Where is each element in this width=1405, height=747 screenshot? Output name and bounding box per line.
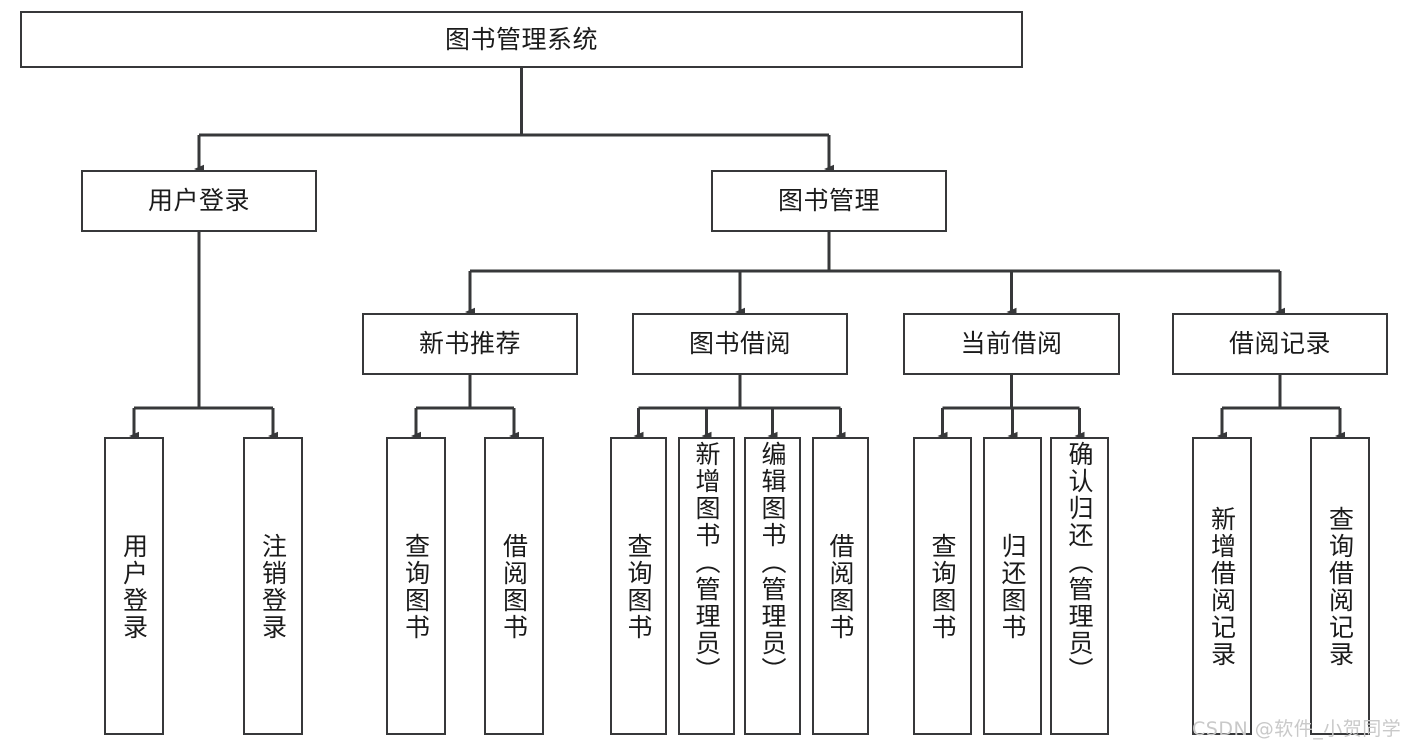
node-label: 新增图书（管理员）	[692, 441, 721, 684]
node-label: 借阅图书	[499, 533, 529, 641]
node-leaf-logout[interactable]: 注销登录	[243, 437, 303, 735]
node-label: 查询图书	[624, 533, 653, 641]
node-label: 图书管理	[777, 186, 880, 216]
node-leaf-query-record[interactable]: 查询借阅记录	[1310, 437, 1370, 735]
node-leaf-query-book-cur[interactable]: 查询图书	[913, 437, 972, 735]
node-leaf-query-book-borrow[interactable]: 查询图书	[610, 437, 667, 735]
node-borrow-record[interactable]: 借阅记录	[1172, 313, 1388, 375]
node-label: 当前借阅	[960, 329, 1063, 359]
node-label: 用户登录	[119, 533, 149, 641]
node-label: 归还图书	[998, 533, 1027, 641]
node-leaf-query-book-rec[interactable]: 查询图书	[386, 437, 446, 735]
node-label: 用户登录	[147, 186, 250, 216]
node-label: 借阅图书	[826, 533, 855, 641]
node-current-borrow[interactable]: 当前借阅	[903, 313, 1120, 375]
node-book-borrow[interactable]: 图书借阅	[632, 313, 848, 375]
node-leaf-borrow-book[interactable]: 借阅图书	[812, 437, 869, 735]
node-user-login[interactable]: 用户登录	[81, 170, 317, 232]
node-label: 图书管理系统	[444, 24, 598, 54]
node-label: 查询借阅记录	[1325, 506, 1355, 668]
node-root[interactable]: 图书管理系统	[20, 11, 1023, 68]
node-leaf-confirm-return[interactable]: 确认归还（管理员）	[1050, 437, 1109, 735]
node-leaf-edit-book[interactable]: 编辑图书（管理员）	[744, 437, 801, 735]
node-leaf-user-login[interactable]: 用户登录	[104, 437, 164, 735]
node-label: 注销登录	[258, 533, 288, 641]
node-label: 借阅记录	[1228, 329, 1331, 359]
node-book-manage[interactable]: 图书管理	[711, 170, 947, 232]
node-label: 图书借阅	[688, 329, 791, 359]
node-leaf-borrow-book-rec[interactable]: 借阅图书	[484, 437, 544, 735]
node-label: 编辑图书（管理员）	[758, 441, 787, 684]
node-new-book-rec[interactable]: 新书推荐	[362, 313, 578, 375]
node-leaf-add-record[interactable]: 新增借阅记录	[1192, 437, 1252, 735]
node-leaf-add-book[interactable]: 新增图书（管理员）	[678, 437, 735, 735]
node-label: 查询图书	[401, 533, 431, 641]
node-label: 查询图书	[928, 533, 957, 641]
node-leaf-return-book[interactable]: 归还图书	[983, 437, 1042, 735]
node-label: 确认归还（管理员）	[1065, 441, 1094, 684]
node-label: 新增借阅记录	[1207, 506, 1237, 668]
watermark-text: CSDN @软件_小贺同学	[1192, 718, 1402, 740]
node-label: 新书推荐	[418, 329, 521, 359]
